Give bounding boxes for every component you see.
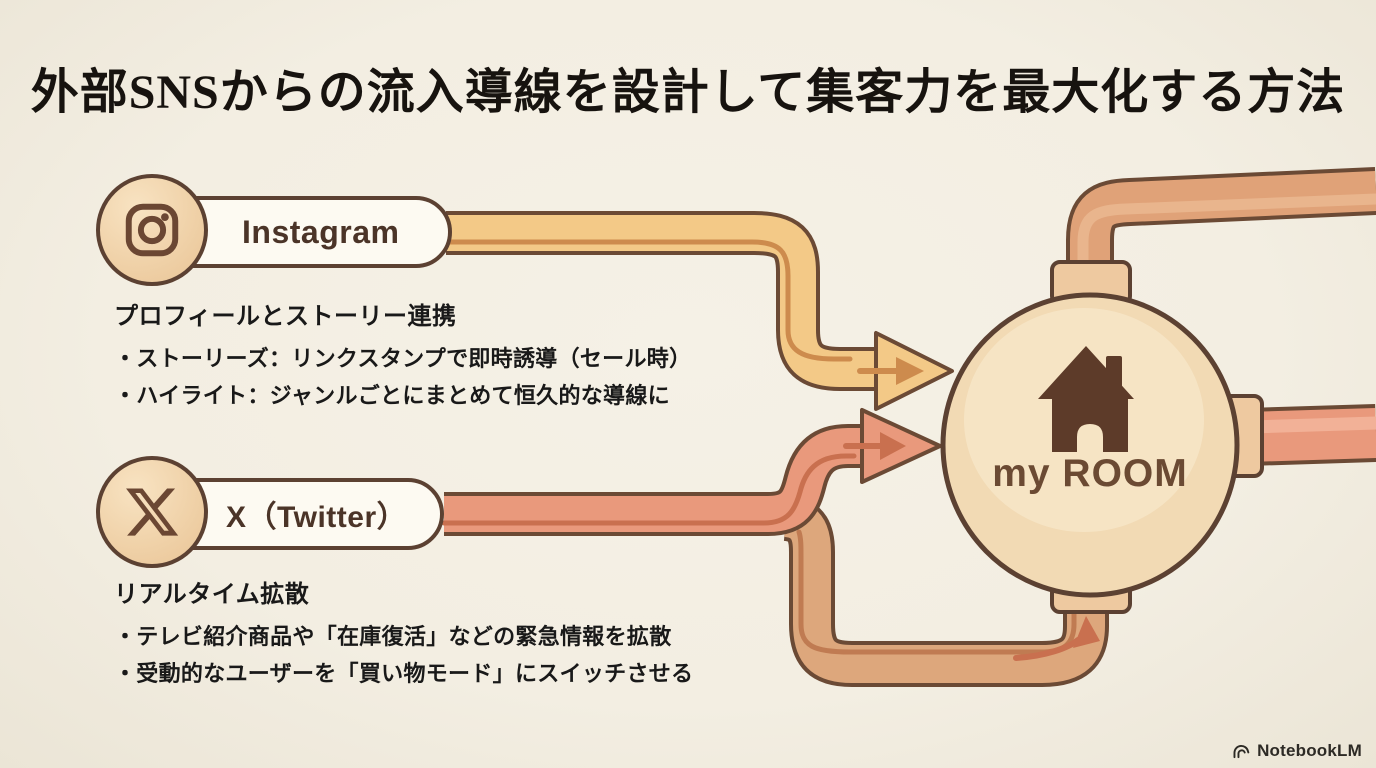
page-title: 外部SNSからの流入導線を設計して集客力を最大化する方法	[30, 66, 1346, 119]
instagram-heading: プロフィールとストーリー連携	[114, 303, 457, 330]
x-badge	[96, 456, 208, 568]
x-bullet-1: ・テレビ紹介商品や「在庫復活」などの緊急情報を拡散	[114, 624, 672, 649]
arrow-instagram	[857, 331, 954, 411]
instagram-badge	[96, 174, 208, 286]
pipe-top-outbound	[1066, 167, 1376, 301]
house-icon	[1038, 346, 1134, 452]
x-notes: リアルタイム拡散 ・テレビ紹介商品や「在庫復活」などの緊急情報を拡散 ・受動的な…	[114, 581, 693, 692]
instagram-label: Instagram	[242, 213, 400, 250]
x-bullet-2: ・受動的なユーザーを「買い物モード」にスイッチさせる	[114, 661, 694, 686]
notebooklm-logo	[1233, 744, 1250, 759]
x-heading: リアルタイム拡散	[114, 581, 310, 608]
instagram-bullet-1: ・ストーリーズ：リンクスタンプで即時誘導（セール時）	[114, 346, 692, 371]
arrow-x	[843, 408, 942, 484]
pipe-instagram	[443, 211, 954, 411]
room-node: my ROOM	[940, 292, 1240, 598]
room-label: my ROOM	[992, 452, 1188, 495]
up-arrow-glyph	[1013, 616, 1100, 661]
x-icon	[126, 488, 179, 536]
pipe-x-main	[441, 408, 942, 536]
instagram-notes: プロフィールとストーリー連携 ・ストーリーズ：リンクスタンプで即時誘導（セール時…	[114, 303, 691, 414]
x-label: X（Twitter）	[226, 501, 408, 534]
watermark-label: NotebookLM	[1257, 741, 1362, 760]
instagram-icon	[125, 203, 179, 257]
watermark: NotebookLM	[1232, 741, 1362, 761]
instagram-bullet-2: ・ハイライト：ジャンルごとにまとめて恒久的な導線に	[114, 383, 670, 408]
pipe-right-outbound	[1245, 404, 1376, 466]
pipe-x-loop	[782, 495, 1109, 687]
